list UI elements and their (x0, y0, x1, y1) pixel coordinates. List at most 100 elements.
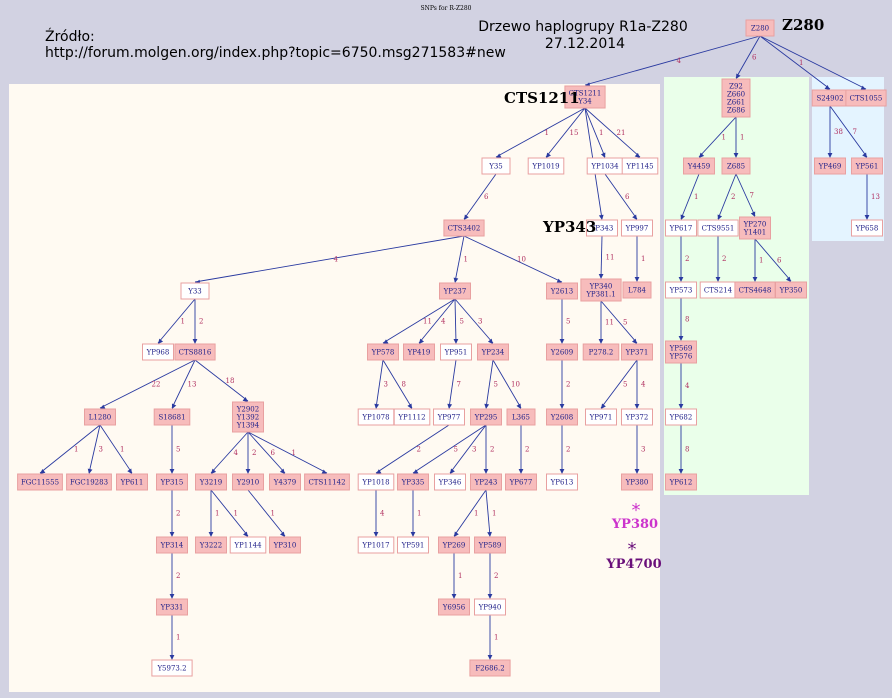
node-label: Y3222 (199, 542, 222, 550)
node-box (586, 219, 618, 237)
edge-yp237-yp578 (382, 298, 456, 344)
edge-y2902-cts11142 (247, 431, 328, 474)
node-label: YP419 (407, 349, 431, 357)
edge-yp234-yp295 (485, 359, 494, 409)
node-cts9551: CTS9551 (697, 219, 739, 237)
node-label: Y6956 (442, 604, 466, 612)
node-label: YP346 (438, 479, 462, 487)
node-label: YP677 (509, 479, 533, 487)
node-box (585, 408, 617, 426)
edge-label: 4 (441, 318, 446, 326)
node-cts3402: CTS3402 (443, 219, 485, 237)
node-label: Z280 (751, 25, 769, 33)
node-label: CTS214 (704, 287, 733, 295)
node-box (470, 473, 502, 491)
node-y35: Y35 (481, 157, 511, 175)
node-y5973: Y5973.2 (151, 659, 193, 677)
node-label: Y2613 (550, 288, 573, 296)
node-label: Y4459 (687, 163, 710, 171)
node-z280: Z280 (745, 19, 775, 37)
node-label: Y5973.2 (156, 665, 186, 673)
node-box (367, 343, 399, 361)
edge-label: 7 (750, 192, 754, 200)
node-yp346: YP346 (434, 473, 466, 491)
edge-label: 1 (740, 134, 744, 142)
edge-arrowhead (631, 338, 637, 344)
node-y4459: Y4459 (683, 157, 715, 175)
edge-arrowhead (279, 468, 285, 474)
node-label: YP561 (855, 163, 879, 171)
edge-yp243-yp269 (453, 489, 487, 537)
edge-label: 4 (380, 510, 385, 518)
edge-arrowhead (453, 277, 459, 283)
edge-arrowhead (750, 211, 756, 217)
node-y33: Y33 (180, 282, 210, 300)
edge-label: 13 (188, 381, 197, 389)
edge-arrowhead (678, 277, 684, 282)
marker-asterisk-2: * (628, 539, 637, 560)
node-yp1112: YP1112 (393, 408, 431, 426)
node-box (393, 408, 431, 426)
node-yp940: YP940 (474, 598, 506, 616)
node-cts4648: CTS4648 (734, 281, 776, 299)
edge-label: 1 (545, 129, 549, 137)
edge-cts1211-yp1019 (545, 107, 586, 158)
node-label: YP331 (160, 604, 184, 612)
node-box (665, 340, 697, 364)
node-yp380: YP380 (621, 473, 653, 491)
node-box (621, 219, 653, 237)
node-label: CTS3402 (448, 225, 481, 233)
node-z685: Z685 (721, 157, 751, 175)
node-label: YP1144 (233, 542, 262, 550)
edge-arrowhead (678, 336, 684, 341)
node-yp997: YP997 (621, 219, 653, 237)
node-yp243: YP243 (470, 473, 502, 491)
edge-y33-yp968 (157, 298, 196, 344)
node-box (546, 343, 578, 361)
node-yp561: YP561 (851, 157, 883, 175)
node-yp951: YP951 (440, 343, 472, 361)
edge-label: 2 (490, 446, 494, 454)
edge-arrowhead (192, 339, 198, 344)
edge-label: 6 (484, 193, 489, 201)
node-box (505, 473, 537, 491)
big-label-cts1211: CTS1211 (504, 89, 580, 107)
edge-arrowhead (634, 404, 640, 409)
edge-label: 4 (234, 449, 239, 457)
big-label-z280: Z280 (782, 16, 824, 34)
node-box (153, 408, 191, 426)
edge-cts8816-y2902 (194, 359, 249, 402)
node-box (470, 408, 502, 426)
node-box (156, 598, 188, 616)
edge-arrowhead (169, 469, 175, 474)
node-box (546, 473, 578, 491)
edge-arrowhead (245, 469, 251, 474)
node-label: YP372 (625, 414, 649, 422)
edge-cts3402-y33 (194, 235, 465, 283)
edge-arrowhead (454, 531, 459, 537)
edge-label: 18 (226, 377, 235, 385)
node-box (621, 343, 653, 361)
tree-title: Drzewo haplogrupy R1a-Z280 (478, 19, 687, 35)
edge-arrowhead (374, 403, 380, 409)
node-box (665, 408, 697, 426)
edge-arrowhead (559, 469, 565, 474)
node-label: L1280 (89, 414, 111, 422)
edge-label: 4 (677, 57, 682, 65)
edge-arrowhead (680, 214, 686, 220)
node-y2910: Y2910 (232, 473, 264, 491)
node-yp314: YP314 (156, 536, 188, 554)
edge-cts3402-y2613 (463, 235, 563, 283)
edge-arrowhead (407, 403, 412, 409)
edge-arrowhead (546, 152, 551, 158)
node-label: YP576 (669, 353, 693, 361)
node-label: Y2902 (236, 406, 259, 414)
node-box (66, 473, 112, 491)
node-cts1055: CTS1055 (845, 89, 887, 107)
edge-arrowhead (484, 403, 490, 409)
edge-label: 1 (799, 59, 803, 67)
node-yp977: YP977 (433, 408, 465, 426)
